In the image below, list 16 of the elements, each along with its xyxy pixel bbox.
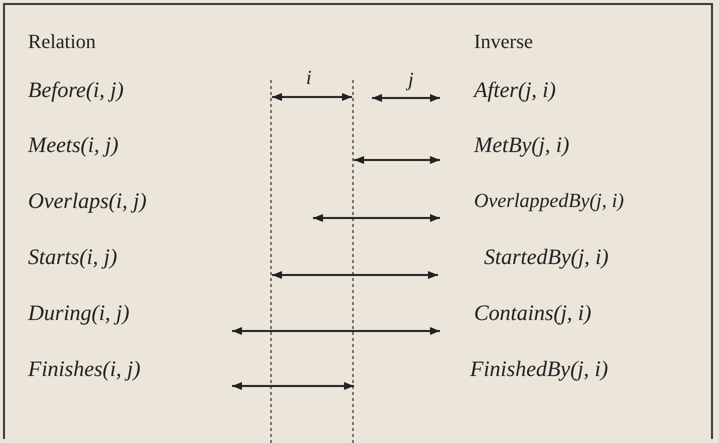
relation-name: Meets(i, j) <box>28 134 118 156</box>
inverse-name: Contains(j, i) <box>474 302 592 324</box>
relation-name: Overlaps(i, j) <box>28 190 147 212</box>
interval-label: j <box>408 70 414 90</box>
inverse-name: OverlappedBy(j, i) <box>474 191 624 211</box>
interval-label: i <box>306 68 312 88</box>
inverse-name: After(j, i) <box>474 79 556 101</box>
relation-name: Before(i, j) <box>28 79 124 101</box>
column-header: Inverse <box>474 32 533 52</box>
inverse-name: FinishedBy(j, i) <box>470 358 608 380</box>
inverse-name: StartedBy(j, i) <box>484 246 609 268</box>
column-header: Relation <box>28 32 96 52</box>
relation-name: During(i, j) <box>28 302 130 324</box>
relation-name: Finishes(i, j) <box>28 358 140 380</box>
relation-name: Starts(i, j) <box>28 246 118 268</box>
inverse-name: MetBy(j, i) <box>474 134 570 156</box>
